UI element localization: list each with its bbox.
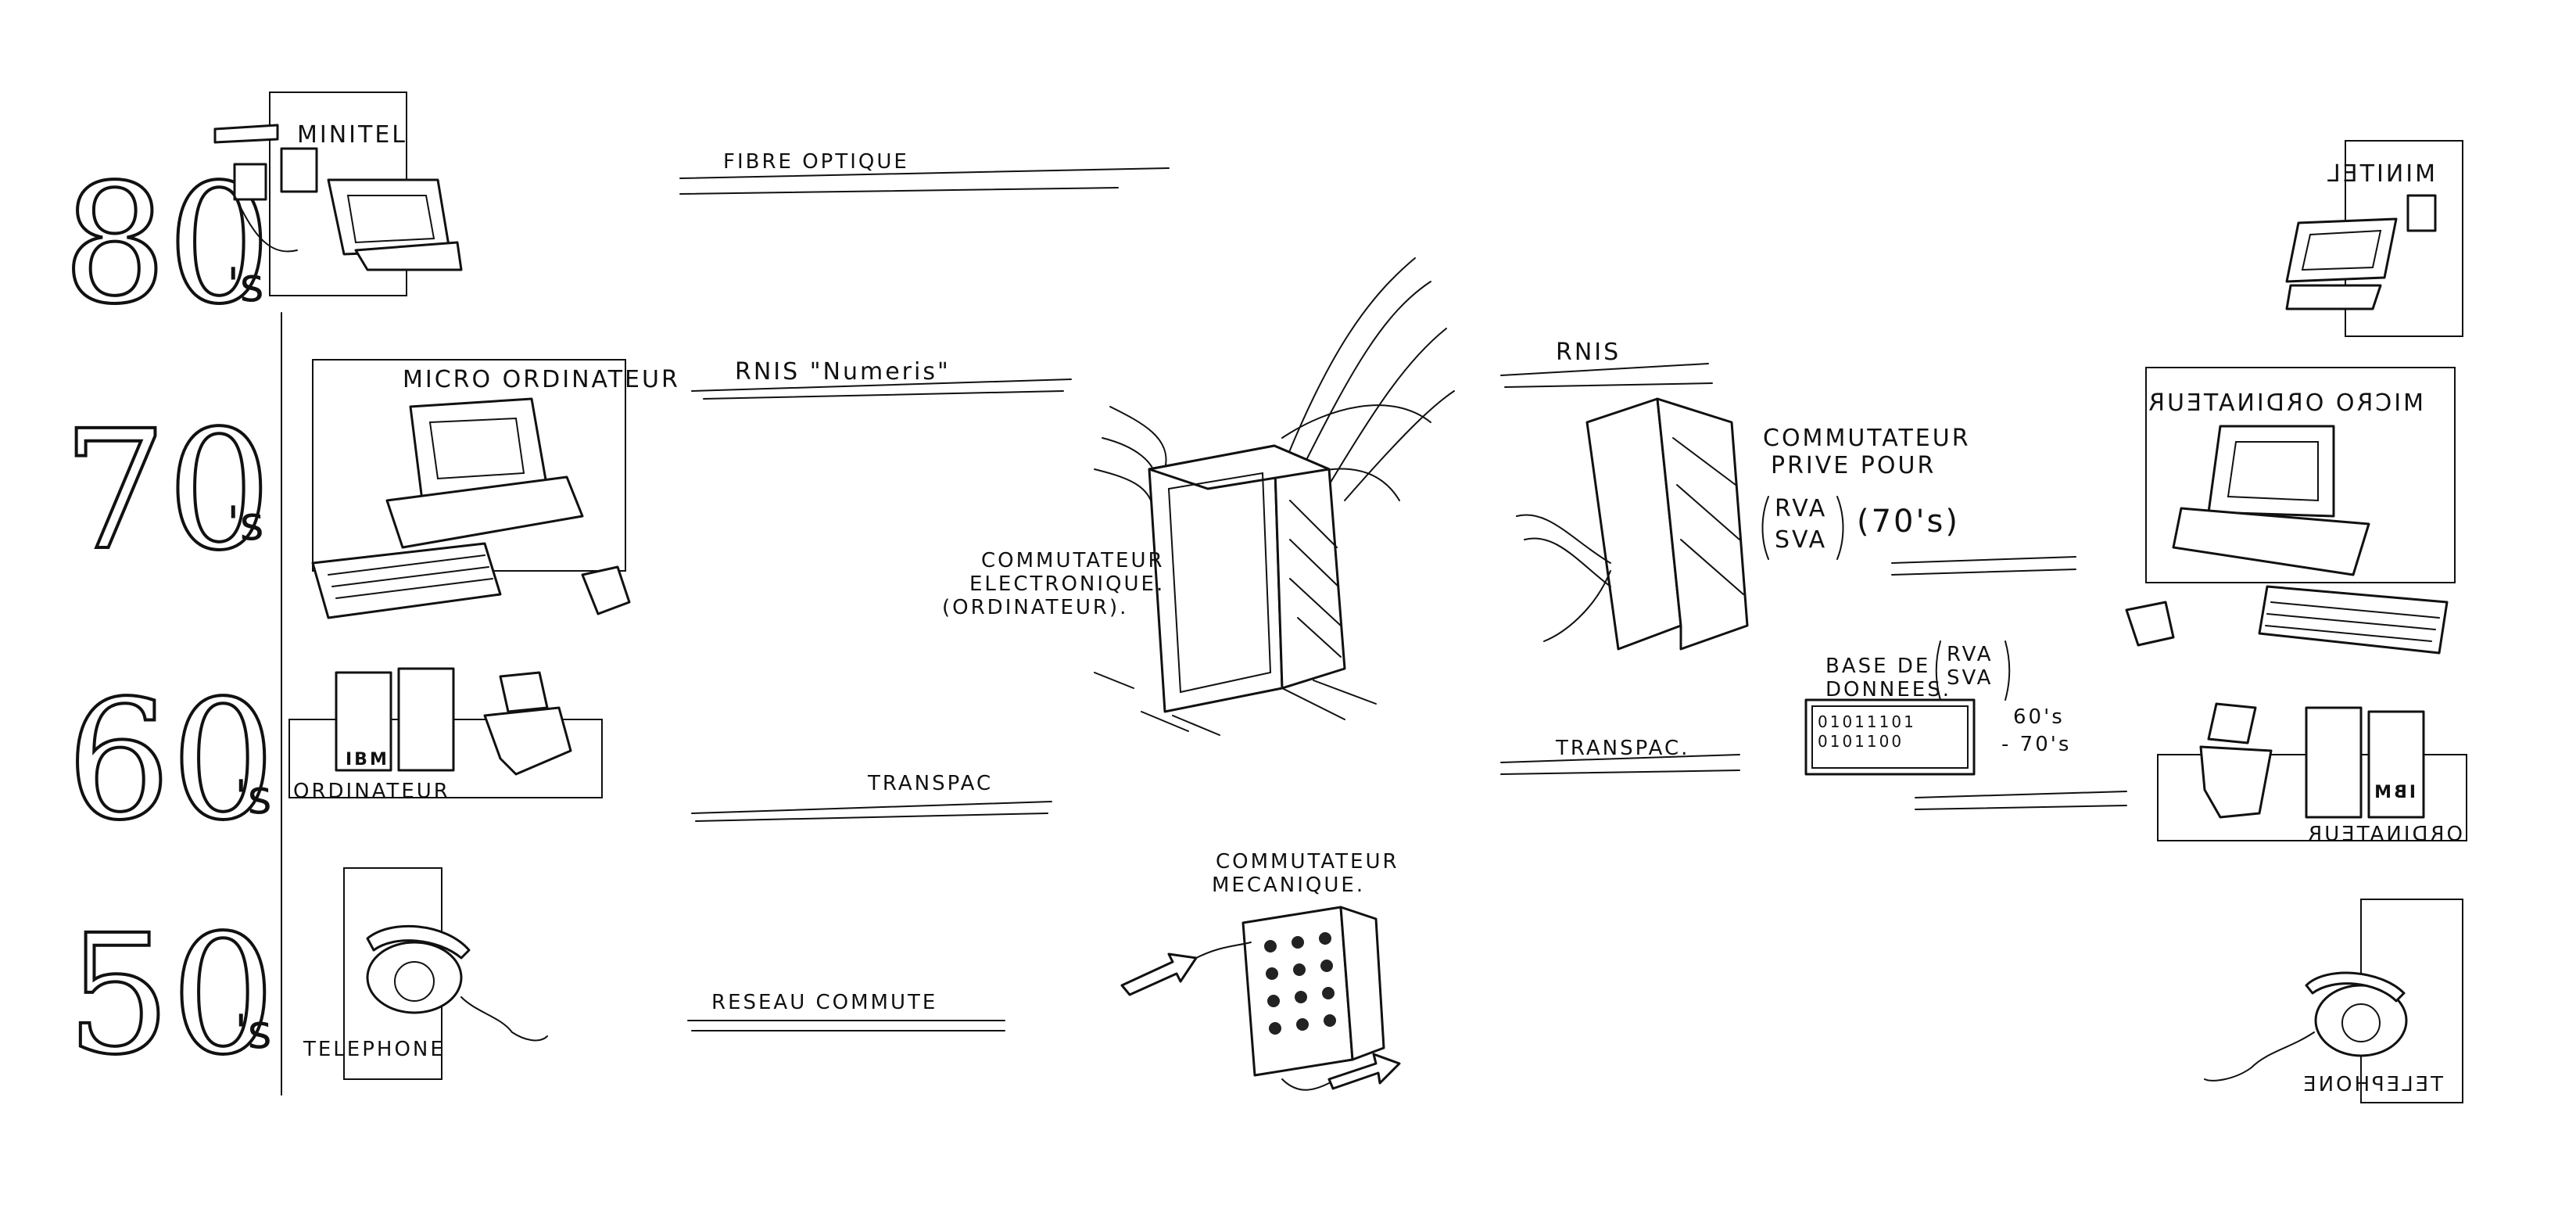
network-rnis: RNIS "Numeris": [691, 358, 1072, 400]
telephone-icon: [366, 941, 463, 1014]
right-transpac: TRANSPAC.: [1500, 737, 2127, 810]
decade-50s: 50 's: [65, 898, 277, 1092]
mirrored-minitel-label: MINITEL: [2325, 160, 2435, 188]
mouse-icon: [2125, 601, 2175, 647]
decade-suffix: 's: [235, 1005, 272, 1060]
commutateur-prive: COMMUTATEUR PRIVE POUR RVA SVA (70's): [1516, 397, 2076, 651]
decade-70s: 70 's: [61, 393, 273, 588]
mirrored-ibm-logo: IBM: [2372, 783, 2416, 802]
minitel-label: MINITEL: [297, 121, 407, 149]
arrow-icon: [1327, 1053, 1401, 1090]
commutateur-electronique: COMMUTATEUR ELECTRONIQUE. (ORDINATEUR).: [942, 257, 1455, 736]
database-screen-icon: [1804, 698, 1976, 776]
computer-case-icon: [2172, 507, 2370, 576]
minitel-screen-icon: [327, 178, 451, 256]
keyboard-icon: [2258, 585, 2449, 655]
decade-number: 50: [66, 899, 275, 1091]
plug-icon: [233, 163, 267, 201]
keyboard-icon: [311, 542, 502, 619]
mirrored-telephone: TELEPHONE: [2204, 899, 2463, 1103]
binary-line-1: 01011101: [1818, 712, 1916, 731]
commutateur-electronique-label-3: (ORDINATEUR).: [942, 596, 1128, 619]
decade-suffix: 's: [235, 770, 272, 825]
decade-60s: 60 's: [65, 663, 277, 858]
mainframe-cabinet-icon: [2305, 706, 2363, 819]
telephone-illustration: TELEPHONE: [303, 867, 548, 1080]
right-rnis-label: RNIS: [1556, 339, 1621, 366]
commutateur-electronique-label-2: ELECTRONIQUE.: [969, 572, 1165, 596]
commutateur-electronique-label-1: COMMUTATEUR: [981, 549, 1165, 572]
plug-icon: [280, 147, 318, 193]
micro-ordinateur-label: MICRO ORDINATEUR: [403, 366, 680, 393]
ordinateur-illustration: IBM ORDINATEUR: [288, 667, 603, 803]
minitel-illustration: MINITEL: [213, 91, 463, 296]
years-70-label: (70's): [1857, 504, 1960, 540]
arrow-icon: [213, 124, 279, 144]
network-fibre: FIBRE OPTIQUE: [679, 150, 1170, 195]
mirrored-telephone-label: TELEPHONE: [2301, 1073, 2444, 1096]
base-rva-label: RVA: [1947, 643, 1994, 666]
minitel-screen-icon: [2285, 217, 2398, 283]
transpac-label: TRANSPAC: [867, 772, 993, 795]
mirrored-minitel: MINITEL: [2285, 140, 2463, 337]
terminal-icon: [2207, 702, 2257, 744]
decade-number: 60: [66, 665, 275, 856]
telephone-label: TELEPHONE: [303, 1038, 446, 1061]
micro-ordinateur-illustration: MICRO ORDINATEUR: [311, 359, 680, 619]
arrow-icon: [1120, 952, 1198, 996]
base-de-donnees: BASE DE DONNEES. RVA SVA 01011101 010110…: [1804, 640, 2071, 776]
decade-number: 70: [63, 395, 271, 587]
computer-case-icon: [385, 475, 584, 549]
network-reseau-commute: RESEAU COMMUTE: [687, 991, 1005, 1031]
sva-label: SVA: [1775, 526, 1827, 554]
commutateur-prive-label-1: COMMUTATEUR: [1763, 425, 1971, 452]
right-rnis: RNIS: [1500, 339, 1713, 388]
mechanical-switchboard-icon: [1241, 906, 1354, 1077]
years-70b-label: - 70's: [2001, 733, 2071, 756]
ibm-logo: IBM: [346, 750, 389, 770]
rva-label: RVA: [1775, 495, 1827, 522]
monitor-icon: [2207, 425, 2335, 518]
network-transpac: TRANSPAC: [691, 772, 1052, 822]
plug-icon: [2406, 194, 2437, 232]
base-label-2: DONNEES.: [1825, 678, 1951, 701]
binary-line-2: 0101100: [1818, 732, 1904, 751]
decade-suffix: 's: [227, 258, 264, 313]
mainframe-cabinet-icon: [2367, 710, 2425, 819]
fibre-optique-label: FIBRE OPTIQUE: [723, 150, 909, 174]
mouse-icon: [581, 565, 631, 615]
commutateur-mecanique-label-2: MECANIQUE.: [1212, 874, 1365, 897]
commutateur-mecanique: COMMUTATEUR MECANIQUE.: [1120, 850, 1401, 1091]
reseau-commute-label: RESEAU COMMUTE: [711, 991, 937, 1014]
mirrored-ordinateur-label: ORDINATEUR: [2306, 823, 2463, 846]
terminal-icon: [499, 671, 549, 713]
mainframe-cabinet-icon: [335, 671, 392, 772]
years-60-label: 60's: [2013, 705, 2065, 729]
mirrored-ordinateur: IBM ORDINATEUR: [2157, 702, 2467, 846]
ordinateur-label: ORDINATEUR: [293, 780, 450, 803]
commutateur-mecanique-label-1: COMMUTATEUR: [1216, 850, 1399, 874]
decade-suffix: 's: [227, 497, 264, 551]
base-label-1: BASE DE: [1825, 655, 1930, 678]
base-sva-label: SVA: [1947, 666, 1993, 690]
rnis-numeris-label: RNIS "Numeris": [735, 358, 951, 386]
mirrored-micro-ordinateur: MICRO ORDINATEUR: [2125, 367, 2456, 655]
right-transpac-label: TRANSPAC.: [1555, 737, 1689, 760]
mirrored-micro-label: MICRO ORDINATEUR: [2146, 389, 2424, 417]
mainframe-cabinet-icon: [397, 667, 455, 772]
commutateur-prive-label-2: PRIVE POUR: [1771, 452, 1936, 479]
